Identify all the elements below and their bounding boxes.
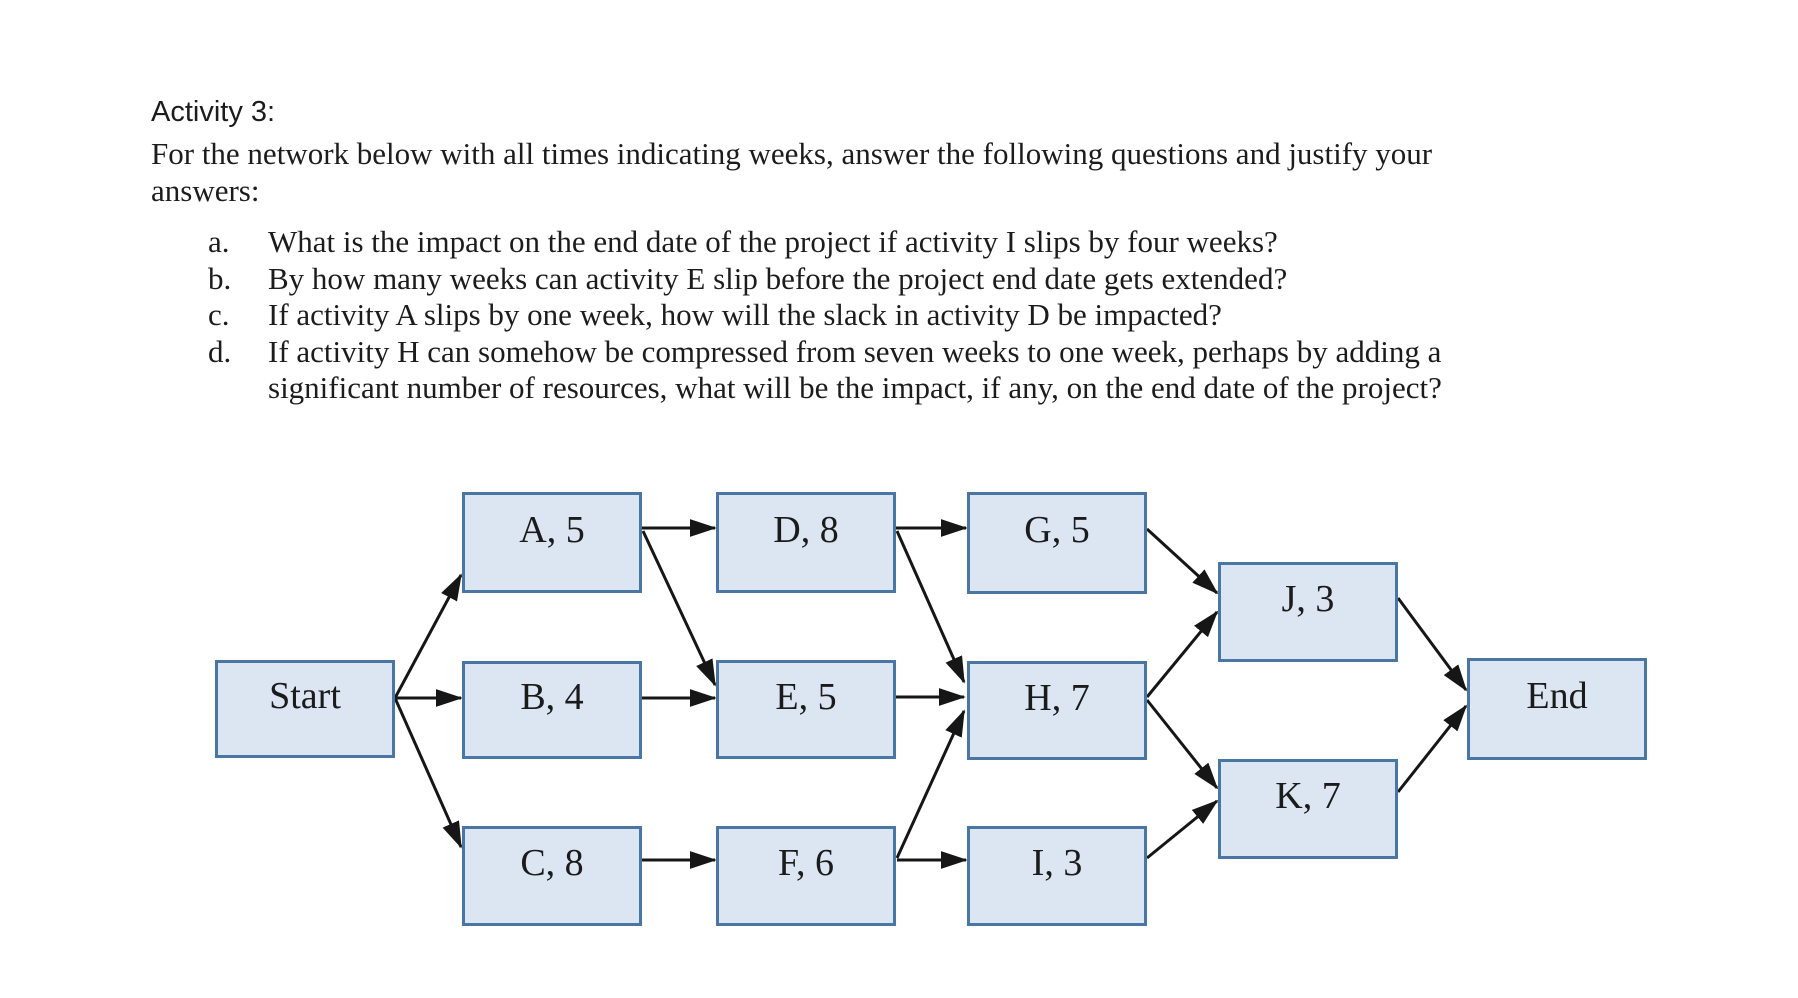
- edge-d-h: [895, 530, 966, 684]
- intro-line: answers:: [151, 172, 260, 208]
- node-label: E, 5: [775, 675, 837, 718]
- node-f: F, 6: [716, 826, 896, 926]
- question-line: If activity H can somehow be compressed …: [268, 333, 1442, 369]
- node-a: A, 5: [462, 492, 642, 593]
- question-line: What is the impact on the end date of th…: [268, 224, 1278, 259]
- page-title: Activity 3:: [151, 96, 276, 128]
- node-label: Start: [269, 675, 341, 717]
- question-line: If activity A slips by one week, how wil…: [268, 297, 1222, 333]
- node-k: K, 7: [1218, 759, 1398, 859]
- question-marker: d.: [208, 333, 232, 369]
- node-label: J, 3: [1281, 578, 1335, 620]
- edge-f-h: [895, 709, 966, 859]
- node-label: K, 7: [1275, 775, 1341, 817]
- edge-h-j: [1145, 610, 1219, 698]
- node-i: I, 3: [967, 826, 1147, 926]
- edge-j-end: [1396, 597, 1468, 692]
- node-b: B, 4: [462, 661, 642, 759]
- question-marker: c.: [208, 297, 230, 333]
- intro-paragraph: For the network below with all times ind…: [151, 136, 1432, 209]
- question-line: significant number of resources, what wi…: [268, 370, 1442, 406]
- edge-i-k: [1146, 799, 1219, 860]
- node-label: C, 8: [520, 842, 584, 884]
- edge-h-k: [1145, 699, 1219, 790]
- node-label: F, 6: [777, 842, 835, 884]
- node-start: Start: [215, 660, 395, 758]
- question-item: a. What is the impact on the end date of …: [151, 224, 1442, 261]
- question-item: b. By how many weeks can activity E slip …: [151, 261, 1442, 298]
- node-end: End: [1467, 658, 1647, 760]
- question-marker: b.: [208, 260, 232, 296]
- intro-line: For the network below with all times ind…: [151, 136, 1433, 171]
- node-c: C, 8: [462, 826, 642, 926]
- question-marker: a.: [208, 224, 230, 259]
- question-item: c. If activity A slips by one week, how w…: [151, 297, 1442, 334]
- node-label: End: [1526, 675, 1588, 717]
- edge-g-j: [1145, 527, 1219, 595]
- node-e: E, 5: [716, 660, 896, 759]
- questions-list: a. What is the impact on the end date of …: [151, 224, 1442, 407]
- node-label: H, 7: [1024, 676, 1090, 719]
- edge-start-c: [393, 697, 463, 849]
- node-label: A, 5: [519, 508, 585, 551]
- node-h: H, 7: [967, 661, 1147, 760]
- node-d: D, 8: [716, 492, 896, 593]
- node-label: B, 4: [520, 676, 584, 718]
- edge-start-a: [393, 573, 463, 699]
- node-j: J, 3: [1218, 562, 1398, 662]
- question-line: By how many weeks can activity E slip be…: [268, 260, 1288, 296]
- node-label: G, 5: [1024, 509, 1090, 551]
- node-g: G, 5: [967, 492, 1147, 594]
- edge-k-end: [1396, 704, 1468, 793]
- node-label: I, 3: [1031, 842, 1083, 884]
- question-item: d. If activity H can somehow be compresse…: [151, 334, 1442, 407]
- edge-a-e: [641, 530, 717, 687]
- node-label: D, 8: [773, 508, 839, 551]
